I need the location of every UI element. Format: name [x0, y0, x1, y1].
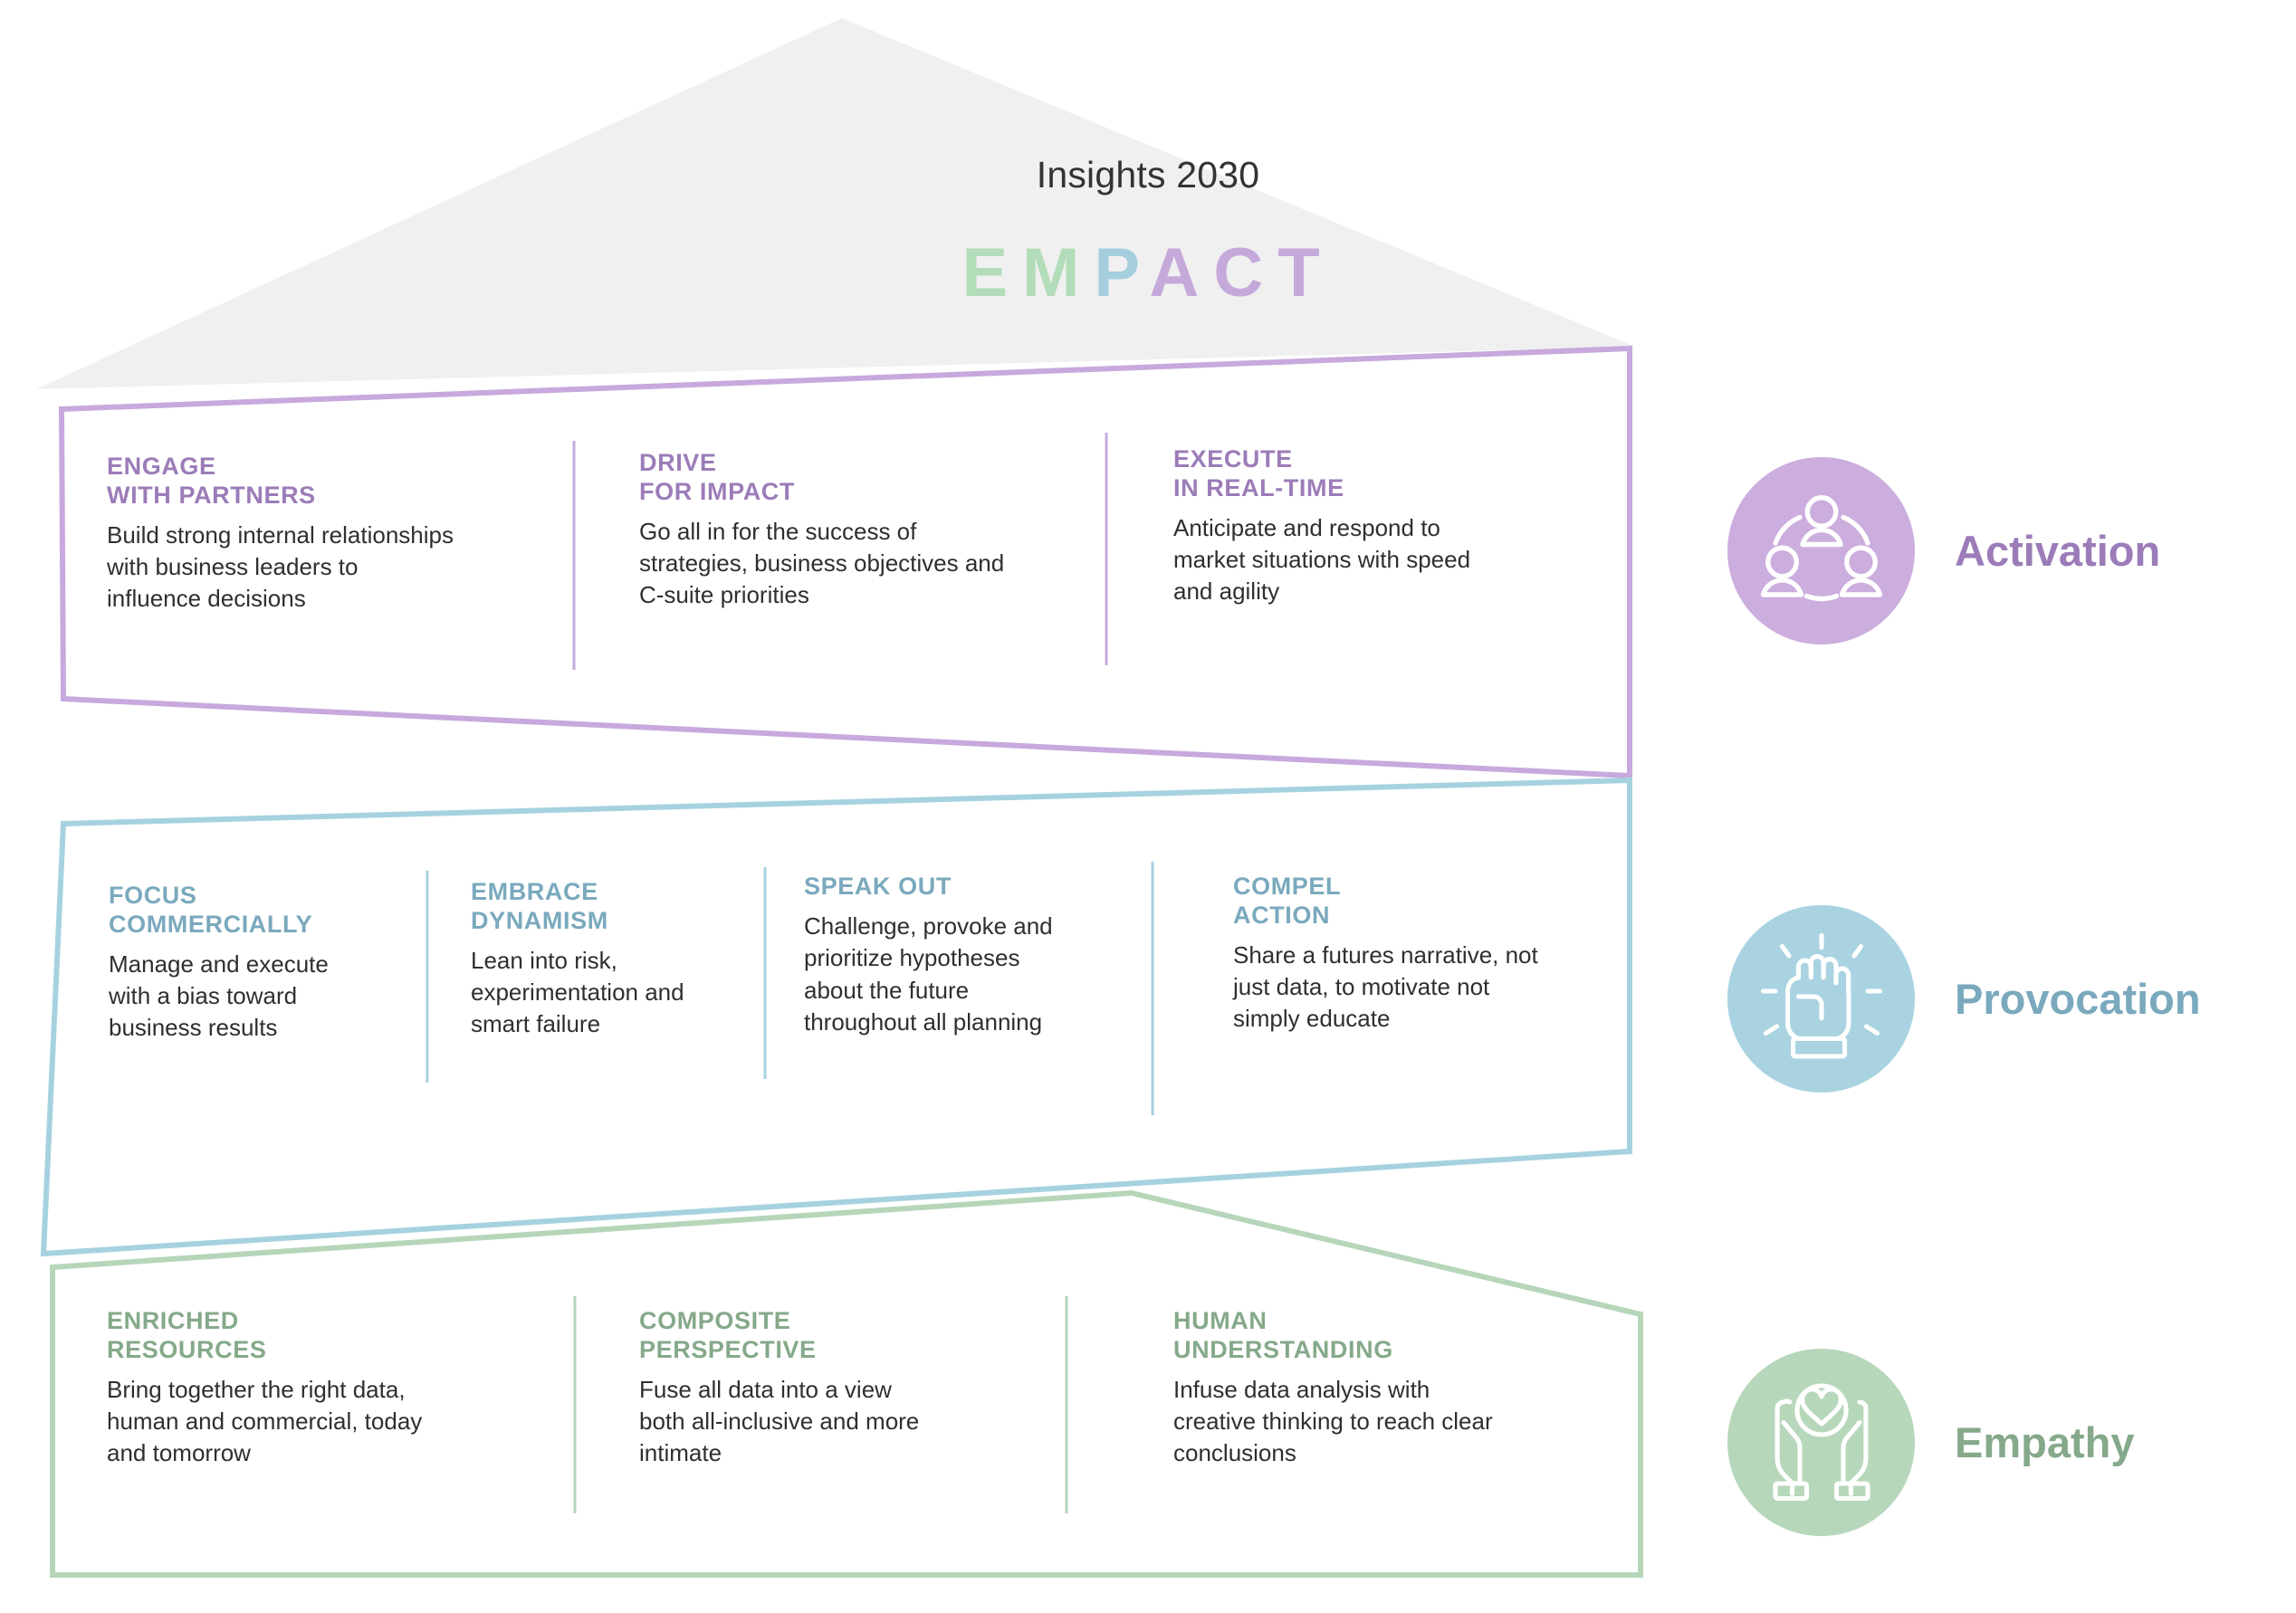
activation-band-outline	[58, 345, 1632, 779]
cell-body: Fuse all data into a view both all-inclu…	[639, 1375, 920, 1467]
legend-label-activation: Activation	[1955, 527, 2161, 575]
empact-letter-p: P	[1094, 234, 1150, 311]
cell-heading: SPEAK OUT	[804, 873, 952, 900]
cell-heading: COMPEL ACTION	[1233, 873, 1342, 929]
cell-body: Manage and execute with a bias toward bu…	[109, 950, 329, 1042]
empact-acronym: EMPACT	[0, 234, 2296, 312]
empact-letter-t: T	[1277, 234, 1335, 311]
cell-heading: COMPOSITE PERSPECTIVE	[639, 1307, 817, 1363]
legend-label-empathy: Empathy	[1955, 1418, 2135, 1466]
cell-execute-in-real-time: EXECUTE IN REAL-TIME Anticipate and resp…	[1173, 445, 1626, 608]
cell-body: Challenge, provoke and prioritize hypoth…	[804, 911, 1053, 1036]
cell-heading: FOCUS COMMERCIALLY	[109, 882, 313, 938]
cell-composite-perspective: COMPOSITE PERSPECTIVE Fuse all data into…	[639, 1307, 1056, 1470]
empathy-band-outline	[50, 1189, 1643, 1578]
empact-letter-c: C	[1213, 234, 1278, 311]
legend-label-provocation: Provocation	[1955, 975, 2201, 1023]
cell-heading: DRIVE FOR IMPACT	[639, 449, 795, 505]
cell-body: Bring together the right data, human and…	[107, 1375, 423, 1467]
legend-row-provocation[interactable]: Provocation	[1727, 905, 2201, 1093]
cell-speak-out: SPEAK OUT Challenge, provoke and priorit…	[804, 873, 1166, 1038]
cell-body: Infuse data analysis with creative think…	[1173, 1375, 1493, 1467]
roof-triangle	[36, 18, 1635, 389]
provocation-badge	[1727, 905, 1915, 1093]
empathy-badge	[1727, 1349, 1915, 1536]
cell-embrace-dynamism: EMBRACE DYNAMISM Lean into risk, experim…	[471, 878, 761, 1041]
cell-heading: EXECUTE IN REAL-TIME	[1173, 445, 1344, 501]
empact-letter-a: A	[1149, 234, 1214, 311]
empact-letter-e: E	[961, 234, 1023, 311]
provocation-band-outline	[40, 777, 1632, 1257]
legend-row-activation[interactable]: Activation	[1727, 457, 2160, 644]
people-network-icon	[1760, 494, 1882, 601]
cell-focus-commercially: FOCUS COMMERCIALLY Manage and execute wi…	[109, 882, 416, 1045]
cell-human-understanding: HUMAN UNDERSTANDING Infuse data analysis…	[1173, 1307, 1626, 1470]
hands-heart-icon	[1772, 1382, 1870, 1501]
cell-drive-for-impact: DRIVE FOR IMPACT Go all in for the succe…	[639, 449, 1110, 612]
cell-body: Go all in for the success of strategies,…	[639, 517, 1005, 609]
legend-row-empathy[interactable]: Empathy	[1727, 1349, 2135, 1536]
empact-letter-m: M	[1022, 234, 1095, 311]
cell-body: Anticipate and respond to market situati…	[1173, 513, 1471, 606]
raised-fist-icon	[1760, 932, 1882, 1059]
cell-heading: ENGAGE WITH PARTNERS	[107, 453, 316, 509]
cell-heading: EMBRACE DYNAMISM	[471, 878, 608, 934]
cell-body: Share a futures narrative, not just data…	[1233, 940, 1538, 1033]
cell-enriched-resources: ENRICHED RESOURCES Bring together the ri…	[107, 1307, 560, 1470]
cell-body: Build strong internal relationships with…	[107, 520, 454, 613]
cell-compel-action: COMPEL ACTION Share a futures narrative,…	[1233, 873, 1641, 1036]
cell-heading: HUMAN UNDERSTANDING	[1173, 1307, 1393, 1363]
cell-engage-with-partners: ENGAGE WITH PARTNERS Build strong intern…	[107, 453, 560, 616]
cell-body: Lean into risk, experimentation and smar…	[471, 946, 684, 1038]
roof-title: Insights 2030	[1036, 154, 1260, 196]
cell-heading: ENRICHED RESOURCES	[107, 1307, 267, 1363]
activation-badge	[1727, 457, 1915, 644]
